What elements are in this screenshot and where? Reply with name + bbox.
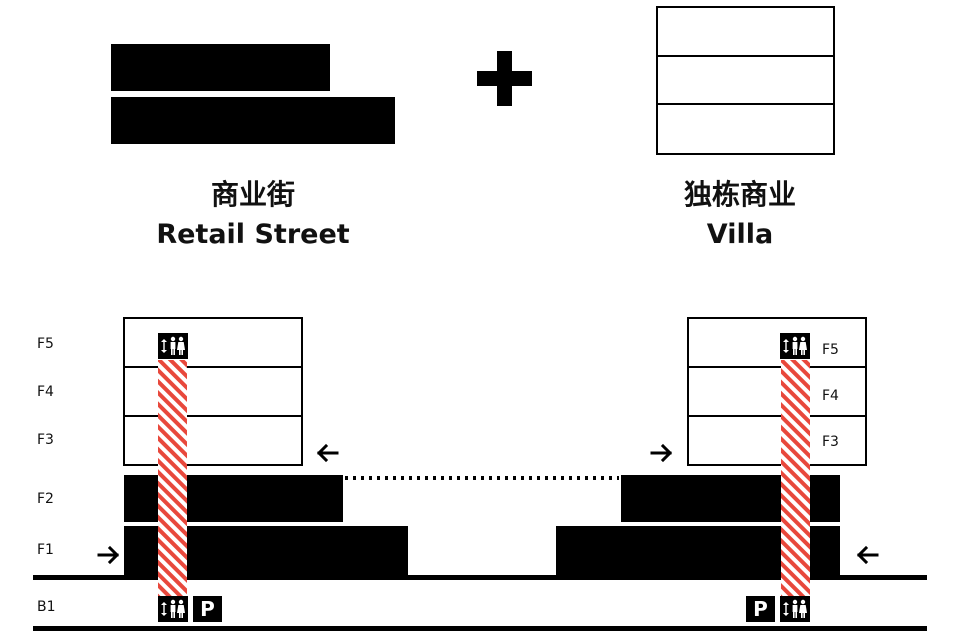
left-vertical-core xyxy=(158,360,187,596)
retail-street-icon xyxy=(111,44,395,144)
floor-label-left: F4 xyxy=(37,384,54,400)
floor-label-left: F3 xyxy=(37,432,54,448)
elevator-people-icon xyxy=(158,333,188,359)
villa-icon xyxy=(656,6,835,155)
left-upper-floors xyxy=(123,317,303,466)
parking-icon: P xyxy=(193,596,222,622)
floor-label-right: F4 xyxy=(822,388,839,404)
floor-label-left: F5 xyxy=(37,336,54,352)
arrow-left-icon xyxy=(316,443,339,463)
floor-label-left: F2 xyxy=(37,491,54,507)
right-upper-floors xyxy=(687,317,867,466)
plus-icon xyxy=(477,51,532,106)
floor-label-right: F5 xyxy=(822,342,839,358)
floor-label-left: F1 xyxy=(37,542,54,558)
elevator-people-icon xyxy=(158,596,188,622)
floor-label-left: B1 xyxy=(37,599,56,615)
retail-street-caption-en: Retail Street xyxy=(156,219,349,250)
arrow-right-icon xyxy=(650,443,673,463)
villa-caption-en: Villa xyxy=(707,219,773,250)
parking-icon: P xyxy=(746,596,775,622)
basement-line xyxy=(33,626,927,631)
floor-label-right: F3 xyxy=(822,434,839,450)
ground-line xyxy=(33,575,927,580)
elevator-people-icon xyxy=(780,333,810,359)
arrow-right-icon xyxy=(97,545,120,565)
right-vertical-core xyxy=(781,360,810,596)
retail-street-caption-cn: 商业街 xyxy=(211,178,295,211)
villa-caption-cn: 独栋商业 xyxy=(684,178,796,211)
svg-text:P: P xyxy=(200,597,215,621)
elevator-people-icon xyxy=(780,596,810,622)
arrow-left-icon xyxy=(856,545,879,565)
svg-text:P: P xyxy=(753,597,768,621)
left-f2-block xyxy=(124,475,343,522)
